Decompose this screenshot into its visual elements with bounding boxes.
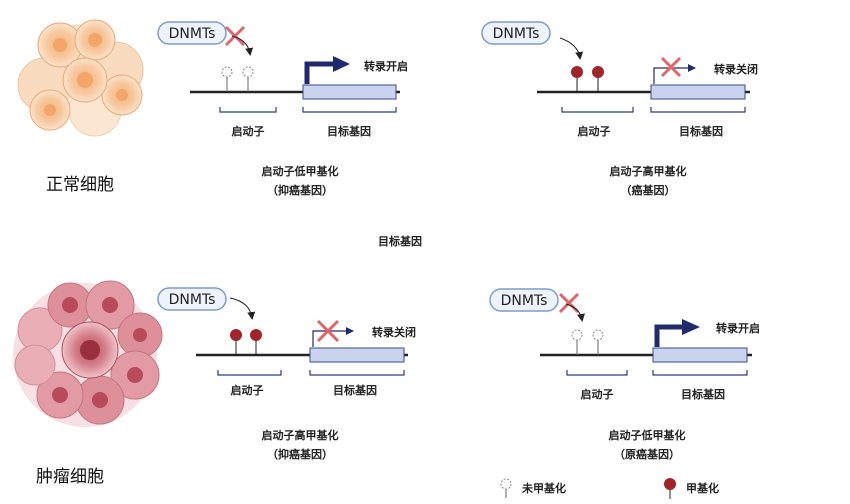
dnmts-arrow xyxy=(229,297,256,320)
gene-bracket xyxy=(650,107,746,113)
promoter-bracket xyxy=(566,370,628,376)
promoter-bracket xyxy=(217,370,282,376)
unmethylated-legend-icon xyxy=(500,478,512,498)
svg-text:DNMTs: DNMTs xyxy=(169,26,216,42)
dnmts-arrow xyxy=(231,35,254,56)
svg-text:DNMTs: DNMTs xyxy=(169,292,216,308)
promoter-bracket xyxy=(219,107,277,113)
panel-caption: 启动子低甲基化 xyxy=(609,428,686,442)
legend-unmethylated-label: 未甲基化 xyxy=(521,481,566,495)
cross-icon xyxy=(316,319,340,343)
panel-normal-suppressor: DNMTs 转录开启 启动子 目标基因 启动子低甲基化 （抑癌基因） xyxy=(157,21,408,197)
status-label: 转录开启 xyxy=(716,321,760,335)
transcription-arrow-icon xyxy=(304,56,350,84)
dnmts-arrow xyxy=(559,37,584,60)
gene-label: 目标基因 xyxy=(679,124,723,138)
legend: 未甲基化 甲基化 xyxy=(500,478,719,499)
methylated-legend-icon xyxy=(664,478,676,499)
promoter-label: 启动子 xyxy=(232,124,265,138)
gene-box xyxy=(302,84,397,100)
unmethylated-site-icon xyxy=(571,329,604,355)
cross-icon xyxy=(558,292,580,314)
gene-bracket xyxy=(309,370,405,376)
promoter-bracket xyxy=(561,107,634,113)
tumor-cell-illustration xyxy=(13,280,163,427)
gene-box xyxy=(650,84,746,100)
middle-label: 目标基因 xyxy=(378,234,422,248)
panel-tumor-suppressor: DNMTs 转录关闭 启动子 目标基因 启动子高甲基化 （抑癌基因） xyxy=(157,287,416,461)
gene-box xyxy=(652,347,748,363)
panel-tumor-protooncogene: DNMTs 转录开启 启动子 目标基因 启动子低甲基化 （原癌基因） xyxy=(489,288,760,461)
dnmts-arrow xyxy=(565,303,585,322)
transcription-arrow-icon xyxy=(654,319,700,347)
normal-cell-label: 正常细胞 xyxy=(46,175,114,195)
normal-cell-illustration xyxy=(17,19,144,137)
gene-label: 目标基因 xyxy=(333,383,377,397)
panel-caption: 启动子高甲基化 xyxy=(262,428,339,442)
methylated-site-icon xyxy=(230,329,262,355)
panel-normal-oncogene: DNMTs 转录关闭 启动子 目标基因 启动子高甲基化 （癌基因） xyxy=(481,21,758,197)
unmethylated-site-icon xyxy=(221,66,254,92)
dnmts-pill: DNMTs xyxy=(157,287,227,311)
panel-subcaption: （抑癌基因） xyxy=(267,183,333,197)
gene-label: 目标基因 xyxy=(681,387,725,401)
dnmts-pill: DNMTs xyxy=(157,21,227,45)
cross-icon xyxy=(660,56,682,78)
status-label: 转录关闭 xyxy=(714,62,758,76)
gene-label: 目标基因 xyxy=(327,124,371,138)
panel-caption: 启动子高甲基化 xyxy=(610,164,687,178)
transcription-arrow-icon xyxy=(653,64,696,84)
transcription-arrow-icon xyxy=(312,327,354,347)
legend-methylated-label: 甲基化 xyxy=(686,481,719,495)
cross-icon xyxy=(224,25,246,47)
gene-box xyxy=(309,347,405,363)
status-label: 转录开启 xyxy=(364,59,408,73)
tumor-cell-label: 肿瘤细胞 xyxy=(36,467,104,487)
panel-subcaption: （原癌基因） xyxy=(614,447,680,461)
dnmts-pill: DNMTs xyxy=(489,288,559,312)
panel-subcaption: （癌基因） xyxy=(621,183,676,197)
gene-bracket xyxy=(302,107,397,113)
dnmts-pill: DNMTs xyxy=(481,21,551,45)
promoter-label: 启动子 xyxy=(581,387,614,401)
panel-caption: 启动子低甲基化 xyxy=(262,164,339,178)
status-label: 转录关闭 xyxy=(372,325,416,339)
svg-text:DNMTs: DNMTs xyxy=(501,293,548,309)
methylated-site-icon xyxy=(571,66,604,92)
promoter-label: 启动子 xyxy=(231,383,264,397)
gene-bracket xyxy=(652,370,748,376)
promoter-label: 启动子 xyxy=(578,124,611,138)
panel-subcaption: （抑癌基因） xyxy=(267,447,333,461)
svg-text:DNMTs: DNMTs xyxy=(493,26,540,42)
